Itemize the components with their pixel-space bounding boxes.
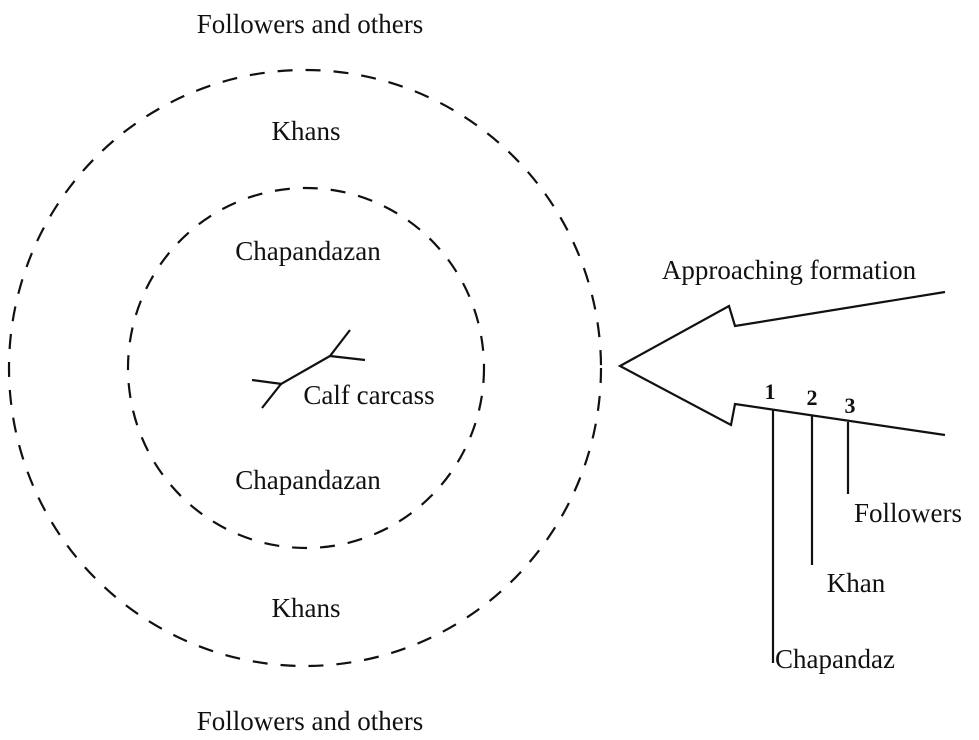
label-followers: Followers: [854, 498, 962, 528]
inner-ring: [126, 186, 486, 550]
label-chapandazan-top: Chapandazan: [235, 236, 381, 266]
position-number-3: 3: [845, 393, 856, 418]
label-khan: Khan: [827, 568, 886, 598]
label-chapandazan-bottom: Chapandazan: [235, 465, 381, 495]
label-khans-bottom: Khans: [272, 593, 341, 623]
calf-carcass-icon: [251, 329, 366, 409]
label-calf-carcass: Calf carcass: [303, 380, 434, 410]
label-followers-bottom: Followers and others: [197, 706, 423, 736]
label-khans-top: Khans: [272, 116, 341, 146]
position-number-1: 1: [765, 379, 776, 404]
position-number-2: 2: [807, 385, 818, 410]
outer-ring: [7, 68, 603, 668]
label-approaching-formation: Approaching formation: [662, 255, 917, 285]
label-followers-top: Followers and others: [197, 9, 423, 39]
approaching-arrow: [617, 290, 946, 437]
label-chapandaz: Chapandaz: [775, 644, 895, 674]
